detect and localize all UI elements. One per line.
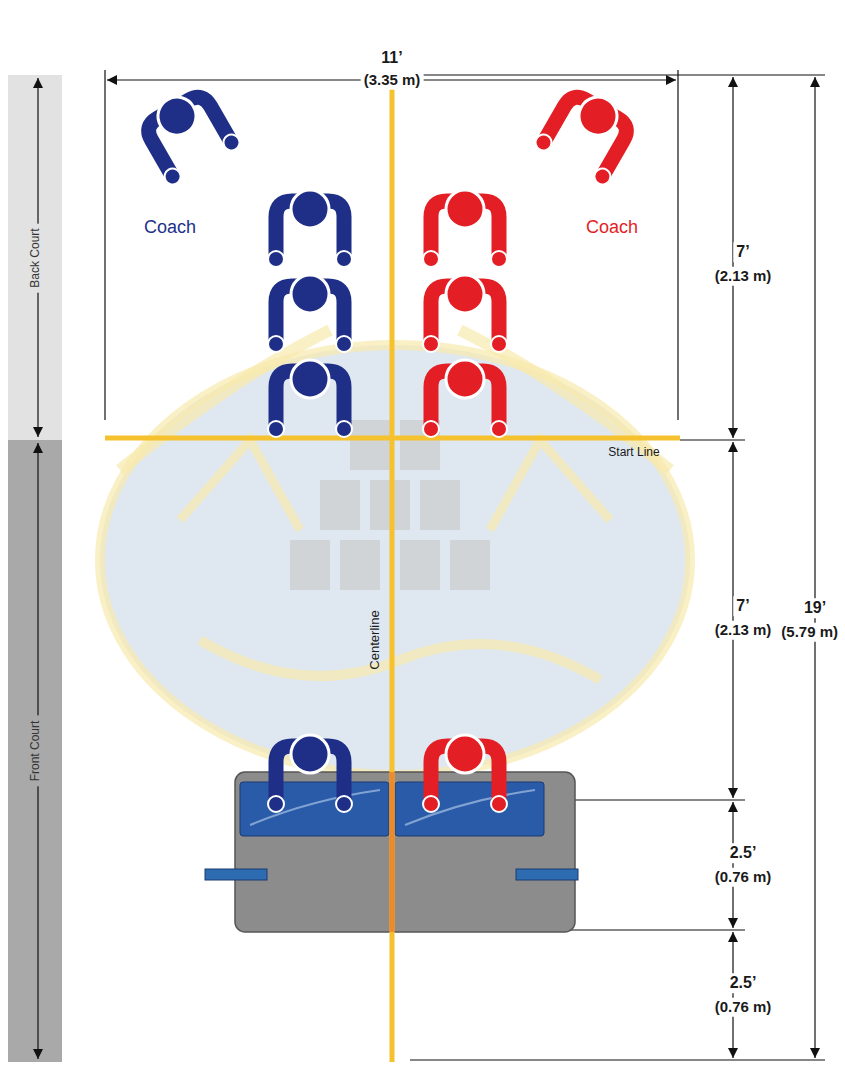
stacking-table: [205, 772, 578, 932]
dimension-lines-part: [410, 74, 825, 75]
table-depth-dimension-metric: (0.76 m): [712, 868, 775, 887]
watermark-logo-part-part: [400, 540, 440, 590]
total-length-dimension: 19’: [801, 598, 829, 618]
court-lines-part: [105, 436, 680, 441]
stacking-table-part: [240, 782, 389, 836]
blue-team-part: [268, 360, 352, 437]
court-lines-part: [390, 75, 395, 1062]
dimension-lines-part: [560, 799, 745, 800]
width-dimension-metric: (3.35 m): [361, 71, 424, 90]
width-dimension: 11’: [381, 49, 402, 67]
coach-label: Coach: [586, 218, 638, 238]
watermark-logo-part-part: [420, 480, 460, 530]
court-lines: [105, 75, 680, 1062]
front-court-dimension: 7’: [733, 596, 752, 616]
coach-label: Coach: [144, 218, 196, 238]
court-lines-part: [390, 772, 395, 932]
back-court-band: Back Court: [8, 75, 62, 440]
stacking-table-part: [395, 782, 544, 836]
total-length-dimension-metric: (5.79 m): [778, 623, 841, 642]
watermark-logo-part: [200, 640, 600, 680]
back-court-dimension-metric: (2.13 m): [712, 267, 775, 286]
watermark-logo-part-part: [350, 420, 390, 470]
dimension-lines: [105, 70, 825, 1060]
stacking-table-part: [235, 772, 575, 932]
rear-gap-dimension-metric: (0.76 m): [712, 998, 775, 1017]
blue-team-part: [131, 79, 242, 188]
watermark-logo: [100, 330, 690, 775]
watermark-logo-part-part: [290, 540, 330, 590]
red-team-part: [533, 79, 644, 188]
dimension-lines-part: [560, 929, 745, 930]
watermark-logo-part-part: [450, 540, 490, 590]
dimension-lines-part: [732, 932, 733, 1058]
rear-gap-dimension: 2.5’: [727, 973, 760, 993]
stacking-table-part: [205, 869, 267, 880]
red-team: [423, 79, 644, 812]
dimension-lines-part: [814, 77, 815, 1058]
watermark-logo-part-part: [320, 480, 360, 530]
start-line-label: Start Line: [608, 446, 659, 459]
red-team-part: [423, 735, 507, 812]
watermark-logo-part: [120, 330, 670, 470]
court-name: Front Court: [27, 716, 43, 787]
table-depth-dimension: 2.5’: [727, 843, 760, 863]
dimension-lines-part: [677, 70, 678, 420]
blue-team: [131, 79, 352, 812]
back-court-dimension: 7’: [733, 242, 752, 262]
watermark-logo-part: [100, 345, 690, 775]
watermark-logo-part: [180, 440, 610, 530]
watermark-logo-part: [100, 345, 690, 775]
watermark-logo-part-part: [340, 540, 380, 590]
dimension-lines-part: [410, 1059, 825, 1060]
blue-team-part: [268, 190, 352, 267]
dimension-lines-part: [680, 439, 745, 440]
red-team-part: [423, 275, 507, 352]
centerline-label: Centerline: [368, 610, 382, 669]
court-name: Back Court: [27, 223, 43, 292]
dimension-lines-part: [732, 802, 733, 928]
blue-team-part: [268, 735, 352, 812]
red-team-part: [423, 360, 507, 437]
front-court-dimension-metric: (2.13 m): [712, 621, 775, 640]
blue-team-part: [268, 275, 352, 352]
front-court-band: Front Court: [8, 440, 62, 1062]
stacking-table-part: [516, 869, 578, 880]
red-team-part: [423, 190, 507, 267]
dimension-lines-part: [104, 70, 105, 420]
